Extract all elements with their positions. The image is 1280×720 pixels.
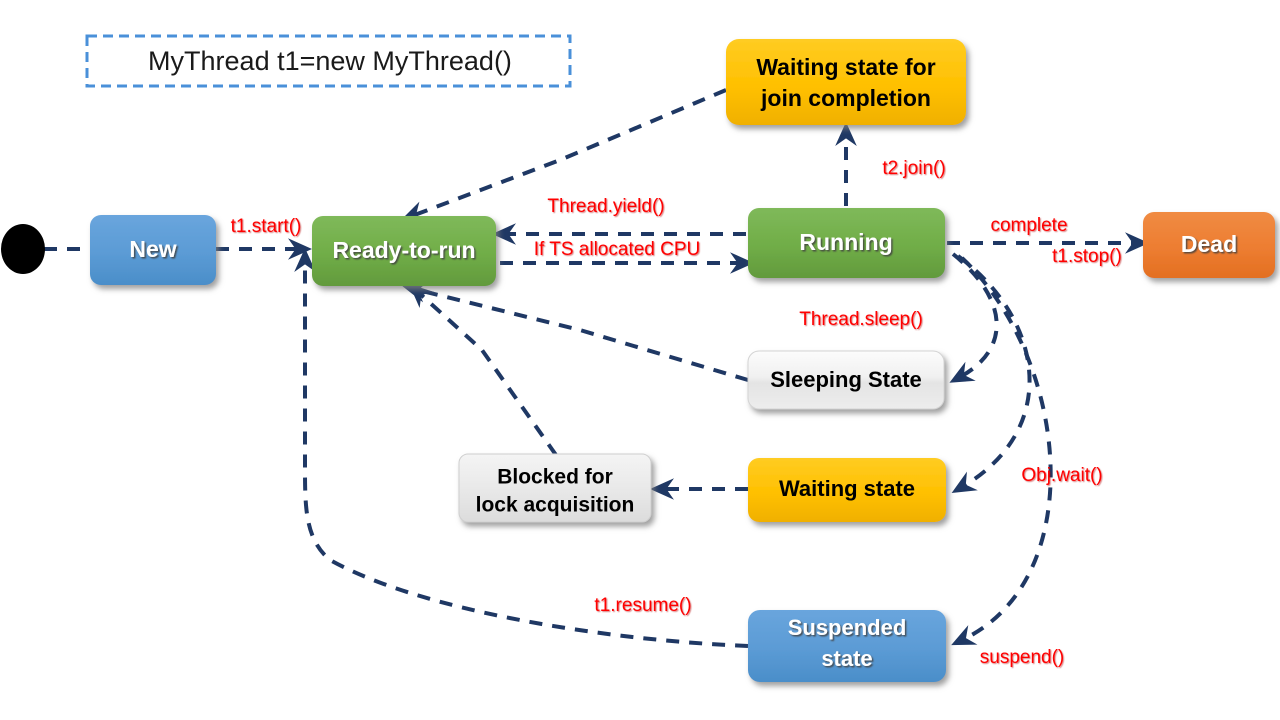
edge-label-t1-resume: t1.resume(): [594, 595, 691, 616]
edge-label-t1-start: t1.start(): [231, 216, 302, 237]
edge-label-thread-sleep: Thread.sleep(): [799, 309, 923, 330]
edge-label-obj-wait: Obj.wait(): [1021, 465, 1102, 486]
edge-label-suspend: suspend(): [980, 647, 1065, 668]
node-dead-label: Dead: [1181, 231, 1237, 257]
edge-blocked-to-ready: [409, 283, 558, 457]
node-running[interactable]: Running: [748, 208, 945, 278]
node-blocked-label-line1: Blocked for: [497, 466, 613, 489]
title-box-text: MyThread t1=new MyThread(): [148, 46, 512, 76]
title-box: MyThread t1=new MyThread(): [85, 34, 572, 88]
node-waiting-state-label: Waiting state: [779, 476, 915, 501]
node-waiting-for-join[interactable]: Waiting state for join completion: [726, 39, 966, 125]
node-blocked-for-lock[interactable]: Blocked for lock acquisition: [458, 453, 652, 523]
node-suspended-state[interactable]: Suspended state: [748, 610, 946, 682]
edge-label-thread-yield: Thread.yield(): [547, 196, 664, 217]
node-ready-to-run[interactable]: Ready-to-run: [312, 216, 496, 286]
node-new[interactable]: New: [90, 215, 216, 285]
edge-suspended-to-ready-resume: [294, 248, 749, 648]
node-waiting-for-join-label-line1: Waiting state for: [756, 54, 935, 80]
start-state-dot: [1, 224, 45, 274]
edges-layer: [44, 88, 1149, 648]
edge-sleeping-to-ready: [402, 281, 749, 382]
node-suspended-label-line2: state: [821, 646, 872, 671]
edge-running-to-suspended: [951, 256, 1053, 646]
node-new-label: New: [129, 236, 176, 262]
node-running-label: Running: [799, 229, 892, 255]
node-waiting-state[interactable]: Waiting state: [748, 458, 946, 522]
node-suspended-label-line1: Suspended: [788, 615, 907, 640]
edge-label-if-ts-allocated: If TS allocated CPU: [534, 239, 701, 260]
node-ready-to-run-label: Ready-to-run: [332, 237, 475, 263]
edge-labels-layer: t1.start() Thread.yield() If TS allocate…: [231, 158, 1122, 668]
node-blocked-label-line2: lock acquisition: [476, 494, 635, 517]
node-waiting-for-join-label-line2: join completion: [760, 85, 931, 111]
node-sleeping-state[interactable]: Sleeping State: [747, 350, 945, 410]
edge-label-t1-stop: t1.stop(): [1052, 246, 1122, 267]
edge-running-to-waiting: [951, 254, 1032, 494]
edge-label-t2-join: t2.join(): [882, 158, 945, 179]
edge-running-to-sleeping: [949, 252, 999, 383]
node-sleeping-state-label: Sleeping State: [770, 367, 922, 392]
node-dead[interactable]: Dead: [1143, 212, 1275, 278]
edge-joinwait-to-ready: [400, 88, 727, 222]
edge-label-complete: complete: [990, 215, 1067, 236]
